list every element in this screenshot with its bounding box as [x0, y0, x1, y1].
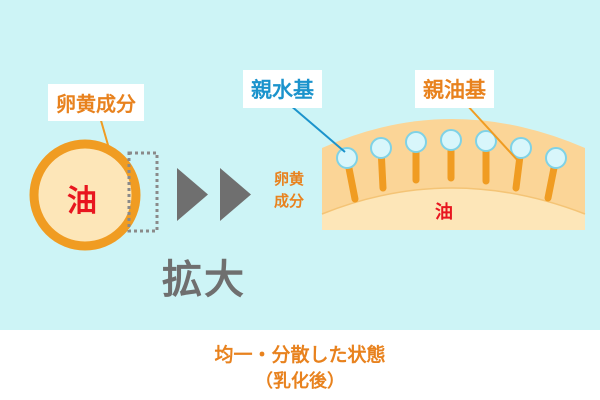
hydrophilic-head — [545, 147, 567, 169]
oil-droplet — [29, 139, 141, 251]
side-yolk-label: 卵黄成分 — [274, 170, 305, 210]
hydrophilic-head — [405, 131, 427, 153]
lipophilic-group-label: 親油基 — [415, 70, 494, 108]
forward-arrow-icon — [177, 168, 208, 221]
yolk-component-label: 卵黄成分 — [48, 84, 144, 121]
forward-arrow-icon — [220, 168, 251, 221]
hydrophilic-head — [440, 129, 462, 151]
yolk-leader-line — [99, 116, 111, 153]
hydrophilic-leader-line — [289, 104, 346, 153]
hydrophilic-group-label: 親水基 — [243, 70, 322, 108]
enlarge-label: 拡大 — [162, 257, 246, 303]
oil-label: 油 — [67, 184, 97, 219]
caption-title: 均一・分散した状態 — [214, 344, 386, 366]
oil-region-label: 油 — [435, 202, 453, 223]
caption-subtitle: （乳化後） — [255, 371, 345, 392]
oil-area — [322, 188, 585, 230]
enlarge-focus-box — [127, 151, 159, 233]
hydrophilic-head — [475, 130, 497, 152]
caption-panel — [0, 330, 600, 400]
hydrophilic-head — [336, 147, 358, 169]
hydrophilic-head — [510, 137, 532, 159]
hydrophilic-head — [370, 137, 392, 159]
lipophilic-leader-line — [465, 103, 521, 164]
